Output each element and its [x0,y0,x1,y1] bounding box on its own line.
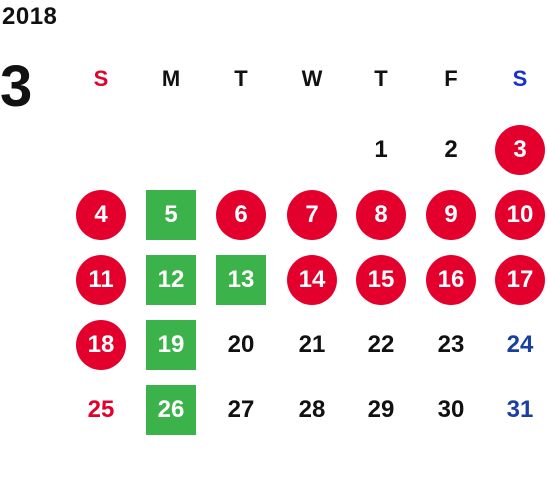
day-cell[interactable]: 9 [426,190,476,240]
day-cell[interactable]: 25 [87,396,115,423]
day-cell[interactable]: 30 [437,396,465,423]
weekday-label: M [161,66,181,91]
day-cell[interactable]: 24 [506,331,534,358]
day-cell[interactable]: 22 [367,331,395,358]
calendar-month: 3 [0,54,33,119]
day-cell[interactable]: 5 [146,190,196,240]
weekday-label: W [301,66,323,91]
day-cell[interactable]: 26 [146,385,196,435]
day-cell[interactable]: 15 [356,255,406,305]
day-cell[interactable]: 3 [495,125,545,175]
day-cell[interactable]: 11 [76,255,126,305]
weekday-label: T [234,66,248,91]
calendar-year: 2018 [2,3,58,30]
day-cell[interactable]: 6 [216,190,266,240]
day-cell[interactable]: 14 [287,255,337,305]
day-cell[interactable]: 13 [216,255,266,305]
day-cell[interactable]: 7 [287,190,337,240]
day-cell[interactable]: 16 [426,255,476,305]
day-cell[interactable]: 23 [437,331,465,358]
day-cell[interactable]: 1 [374,136,388,163]
day-cell[interactable]: 18 [76,320,126,370]
day-cell[interactable]: 28 [298,396,326,423]
day-cell[interactable]: 20 [227,331,255,358]
weekday-label: T [374,66,388,91]
day-cell[interactable]: 8 [356,190,406,240]
day-cell[interactable]: 10 [495,190,545,240]
day-cell[interactable]: 29 [367,396,395,423]
day-cell[interactable]: 4 [76,190,126,240]
day-cell[interactable]: 27 [227,396,255,423]
day-cell[interactable]: 2 [444,136,458,163]
weekday-label: F [444,66,458,91]
day-cell[interactable]: 19 [146,320,196,370]
day-cell[interactable]: 21 [298,331,326,358]
weekday-label: S [93,66,109,91]
day-cell[interactable]: 17 [495,255,545,305]
weekday-label: S [512,66,528,91]
day-cell[interactable]: 31 [506,396,534,423]
day-cell[interactable]: 12 [146,255,196,305]
